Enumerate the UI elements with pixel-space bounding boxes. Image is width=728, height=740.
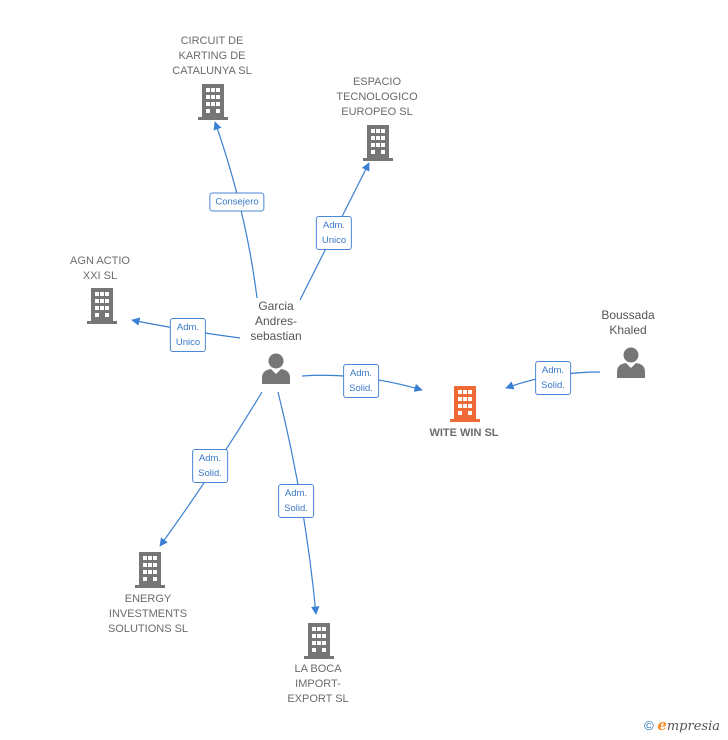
brand-logo: empresia (657, 716, 720, 734)
brand-initial: e (657, 716, 667, 734)
building-icon[interactable] (198, 84, 228, 120)
edge-label-adm-solid-energy: Adm. Solid. (192, 449, 228, 483)
main-company-building-icon[interactable] (450, 386, 480, 422)
edge-label-adm-solid-boussada: Adm. Solid. (535, 361, 571, 395)
node-label-garcia[interactable]: Garcia Andres- sebastian (250, 299, 302, 343)
building-icon[interactable] (135, 552, 165, 588)
node-label-agn[interactable]: AGN ACTIO XXI SL (70, 255, 130, 282)
edge-label-adm-unico-espacio: Adm. Unico (315, 216, 353, 250)
node-label-laboca[interactable]: LA BOCA IMPORT- EXPORT SL (287, 663, 349, 705)
node-label-circuit[interactable]: CIRCUIT DE KARTING DE CATALUNYA SL (172, 35, 252, 77)
copyright-symbol: © (644, 718, 654, 733)
node-label-boussada[interactable]: Boussada Khaled (601, 308, 655, 337)
edge-label-consejero: Consejero (209, 192, 265, 212)
person-icon[interactable] (261, 352, 291, 384)
edge-label-adm-solid-wite: Adm. Solid. (343, 364, 379, 398)
footer-brand: © empresia (644, 716, 720, 734)
node-label-energy[interactable]: ENERGY INVESTMENTS SOLUTIONS SL (107, 593, 189, 635)
person-icon[interactable] (616, 346, 646, 378)
building-icon[interactable] (363, 125, 393, 161)
edge-label-adm-unico-agn: Adm. Unico (169, 318, 207, 352)
building-icon[interactable] (87, 288, 117, 324)
node-label-wite[interactable]: WITE WIN SL (429, 427, 499, 439)
building-icon[interactable] (304, 623, 334, 659)
node-label-espacio[interactable]: ESPACIO TECNOLOGICO EUROPEO SL (336, 76, 418, 118)
brand-name: mpresia (666, 719, 720, 734)
edge-label-adm-solid-laboca: Adm. Solid. (278, 484, 314, 518)
